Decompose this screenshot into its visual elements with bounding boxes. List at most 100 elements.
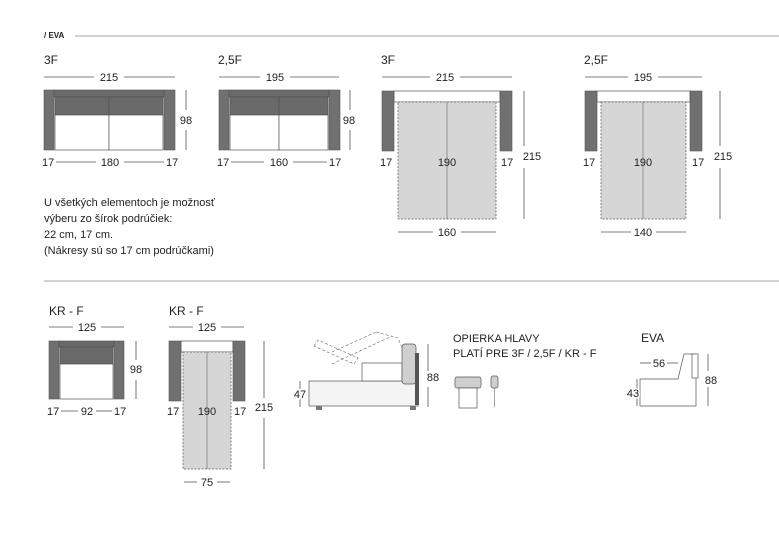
module-3f: 3F 215 98 17 180 17 [42,53,192,169]
headrest-front [454,376,482,389]
bed-length-dim: 190 [438,157,456,169]
armrest-left [584,90,598,152]
width-dim: 125 [198,322,216,334]
armrest-right [328,89,341,151]
back-cushion-right [108,96,164,116]
headrest-detail: OPIERKA HLAVY PLATÍ PRE 3F / 2,5F / KR -… [453,333,597,409]
backrest [228,89,330,98]
seat-height-dim: 47 [294,389,306,401]
arm-left-dim: 17 [583,157,595,169]
eva-body [639,353,697,407]
backrest [58,340,115,348]
backrest-frame [415,353,419,405]
width-dim: 215 [100,72,118,84]
seat-cushion-left [229,114,280,151]
note-line: U všetkých elementoch je možnosť [44,197,216,209]
armrest-left [43,89,55,151]
module-2-5f: 2,5F 195 98 17 160 17 [217,53,355,169]
width-dim: 195 [266,72,284,84]
bed-length-dim: 190 [198,406,216,418]
armrest-left [168,340,182,402]
module-2-5f-bed: 2,5F 195 190 215 17 17 140 [583,53,732,239]
inner-dim: 180 [101,157,119,169]
depth-dim: 98 [180,115,192,127]
width-dim: 125 [78,322,96,334]
armrest-left [218,89,230,151]
width-dim: 195 [634,72,652,84]
depth-dim: 98 [130,364,142,376]
armrest-right [499,90,513,152]
seat-cushion-left [54,114,110,151]
section-title: / EVA [44,31,65,40]
note-line: (Nákresy sú so 17 cm podrúčkami) [44,245,214,257]
bed-width-dim: 75 [201,477,213,489]
module-label: KR - F [169,304,204,318]
bed-length-dim: 190 [634,157,652,169]
arm-right-dim: 17 [501,157,513,169]
width-dim: 215 [436,72,454,84]
arm-left-dim: 17 [217,157,229,169]
headrest-cushion [401,343,417,385]
side-view: 47 88 [292,331,439,410]
seat-cushion-right [278,114,329,151]
armrest-left [381,90,395,152]
arm-left-dim: 17 [167,406,179,418]
arm-left-dim: 17 [42,157,54,169]
seat-height-dim: 43 [627,388,639,400]
headrest-title: OPIERKA HLAVY [453,333,540,345]
bed-frame [180,340,234,353]
arm-right-dim: 17 [692,157,704,169]
armrest-right [689,90,703,152]
back-cushion-right [278,96,329,116]
inner-dim: 160 [270,157,288,169]
armrest-right [232,340,246,402]
arm-right-dim: 17 [329,157,341,169]
seat-cushion-right [108,114,164,151]
eva-profile: EVA 56 43 88 [625,331,717,407]
module-label: 3F [44,53,58,67]
armrest-right [113,340,125,400]
headrest-bracket [458,387,478,409]
length-dim: 215 [714,151,732,163]
length-dim: 215 [523,151,541,163]
depth-dim: 98 [343,115,355,127]
length-dim: 215 [255,402,273,414]
module-kr-f-bed: KR - F 125 190 215 17 17 75 [167,304,273,489]
seat-cushion [59,363,114,400]
reclined-backrest-outline [313,339,359,365]
arm-right-dim: 17 [166,157,178,169]
total-height-dim: 88 [427,372,439,384]
module-3f-bed: 3F 215 190 215 17 17 160 [380,53,541,239]
bed-frame [596,90,691,103]
armrest-note: U všetkých elementoch je možnosť výberu … [44,197,216,257]
bed-width-dim: 160 [438,227,456,239]
seat-cushion [361,362,403,382]
headrest-side [490,375,499,389]
back-cushion [59,346,114,365]
inner-dim: 92 [81,406,93,418]
arm-left-dim: 17 [47,406,59,418]
sofa-base [308,380,419,407]
note-line: výberu zo šírok podrúčiek: [44,213,172,225]
module-label: 2,5F [218,53,242,67]
arm-right-dim: 17 [234,406,246,418]
module-label: KR - F [49,304,84,318]
module-label: 3F [381,53,395,67]
arm-left-dim: 17 [380,157,392,169]
back-cushion-left [54,96,110,116]
foot-right [410,406,416,410]
backrest [53,89,165,98]
eva-headrest [691,353,699,379]
seat-depth-dim: 56 [653,358,665,370]
module-label: 2,5F [584,53,608,67]
bed-frame [393,90,501,103]
back-cushion-left [229,96,280,116]
note-line: 22 cm, 17 cm. [44,229,113,241]
eva-label: EVA [641,331,664,345]
armrest-left [48,340,60,400]
total-height-dim: 88 [705,375,717,387]
arm-right-dim: 17 [114,406,126,418]
headrest-subtitle: PLATÍ PRE 3F / 2,5F / KR - F [453,347,597,360]
